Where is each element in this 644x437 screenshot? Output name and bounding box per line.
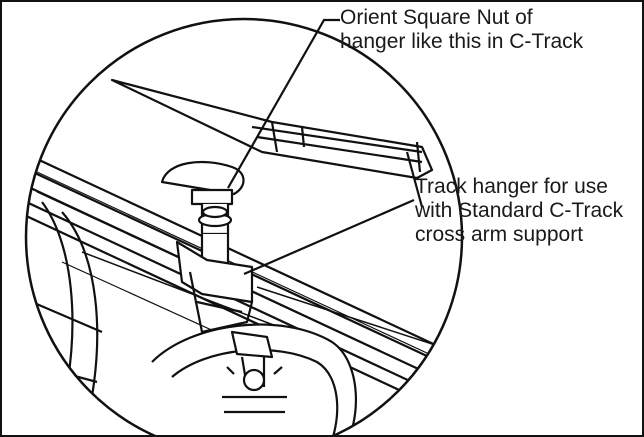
left-structure: [41, 201, 74, 413]
track-hanger-leader-line: [243, 198, 415, 276]
track-hanger: [160, 160, 254, 334]
callout-line: hanger like this in C-Track: [340, 30, 584, 53]
square-nut-leader-line: [227, 18, 340, 189]
magnified-view-circle: [24, 17, 464, 435]
lower-clamp: [151, 323, 357, 435]
callout-line: cross arm support: [415, 223, 584, 246]
callout-line: with Standard C-Track: [415, 199, 624, 222]
square-nut-callout: Orient Square Nut of hanger like this in…: [340, 6, 583, 54]
cross-arm-channel: [110, 78, 434, 208]
track-hanger-callout: Track hanger for use with Standard C-Tra…: [415, 175, 623, 247]
callout-line: Track hanger for use: [415, 175, 608, 198]
callout-line: Orient Square Nut of: [340, 6, 533, 29]
